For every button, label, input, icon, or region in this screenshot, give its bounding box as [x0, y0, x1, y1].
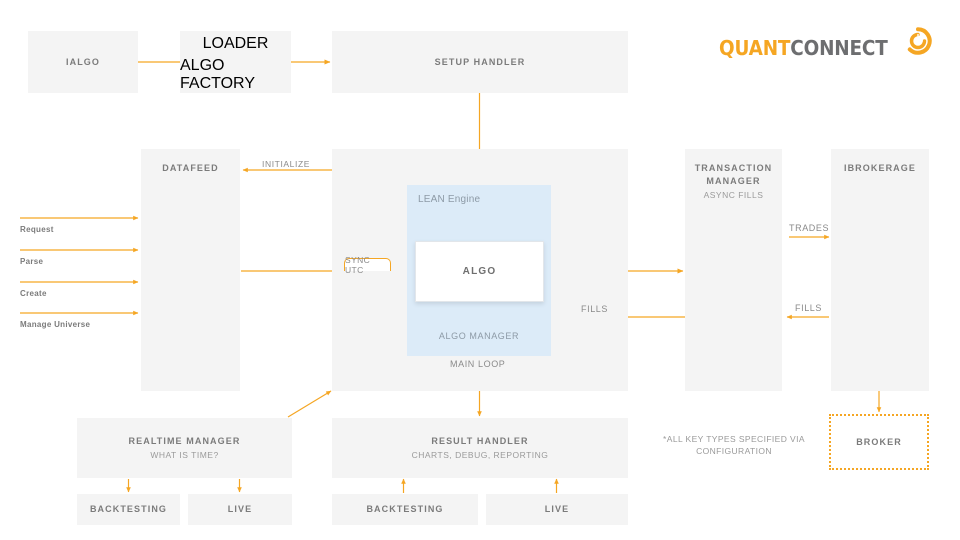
algo-manager-label: ALGO MANAGER: [438, 331, 520, 341]
node-result-handler[interactable]: RESULT HANDLER CHARTS, DEBUG, REPORTING: [332, 418, 628, 478]
node-ialgo[interactable]: IALGO: [28, 31, 138, 93]
node-setup-handler-title: SETUP HANDLER: [434, 56, 526, 67]
edge-label-trades: TRADES: [789, 223, 830, 233]
logo-word-quant: QUANT: [719, 36, 791, 60]
node-loader-algofactory[interactable]: LOADER ALGO FACTORY: [180, 31, 291, 93]
edge-label-sync-utc: SYNC UTC: [344, 255, 391, 275]
quantconnect-swirl-icon: [904, 27, 932, 60]
node-realtime-live[interactable]: LIVE: [188, 494, 292, 525]
node-result-backtesting[interactable]: BACKTESTING: [332, 494, 478, 525]
datafeed-input-manage-universe: Manage Universe: [20, 320, 91, 329]
node-transaction-manager[interactable]: TRANSACTION MANAGER ASYNC FILLS: [685, 149, 782, 391]
footnote-key-types: *ALL KEY TYPES SPECIFIED VIA CONFIGURATI…: [663, 434, 805, 456]
node-broker-title: BROKER: [856, 437, 902, 447]
node-result-live-title: LIVE: [544, 504, 570, 514]
edge-label-fills-left: FILLS: [581, 304, 609, 314]
node-ialgo-title: IALGO: [66, 56, 100, 67]
node-loader-title: LOADER: [202, 35, 269, 52]
logo-word-connect: CONNECT: [790, 36, 888, 60]
node-broker[interactable]: BROKER: [829, 414, 929, 470]
node-algofactory-title: ALGO FACTORY: [180, 57, 255, 92]
node-realtime-backtesting-title: BACKTESTING: [89, 504, 168, 514]
node-result-handler-sub: CHARTS, DEBUG, REPORTING: [411, 450, 549, 460]
node-result-handler-title: RESULT HANDLER: [431, 436, 529, 446]
edge-realtime-to-engine: [287, 390, 332, 418]
node-result-backtesting-title: BACKTESTING: [366, 504, 444, 514]
node-algo-card-title: ALGO: [462, 266, 497, 277]
lean-engine-label: LEAN Engine: [418, 194, 481, 205]
node-realtime-manager-sub: WHAT IS TIME?: [150, 450, 219, 460]
datafeed-input-create: Create: [20, 289, 47, 298]
node-loader-half: LOADER: [180, 31, 291, 57]
node-realtime-backtesting[interactable]: BACKTESTING: [77, 494, 180, 525]
node-transaction-manager-sub: ASYNC FILLS: [703, 190, 764, 200]
node-transaction-manager-title: TRANSACTION MANAGER: [694, 163, 773, 186]
node-datafeed[interactable]: DATAFEED: [141, 149, 240, 391]
sync-utc-text: SYNC UTC: [345, 255, 371, 275]
main-loop-label: MAIN LOOP: [450, 359, 506, 369]
node-realtime-manager[interactable]: REALTIME MANAGER WHAT IS TIME?: [77, 418, 292, 478]
node-ibrokerage[interactable]: IBROKERAGE: [831, 149, 929, 391]
node-datafeed-title: DATAFEED: [162, 163, 219, 173]
node-ibrokerage-title: IBROKERAGE: [843, 163, 916, 173]
edge-label-initialize: INITIALIZE: [262, 159, 311, 169]
node-algofactory-half: ALGO FACTORY: [180, 57, 291, 93]
node-result-live[interactable]: LIVE: [486, 494, 628, 525]
node-setup-handler[interactable]: SETUP HANDLER: [332, 31, 628, 93]
datafeed-input-request: Request: [20, 225, 54, 234]
datafeed-input-parse: Parse: [20, 257, 44, 266]
quantconnect-logo: QUANTCONNECT: [719, 27, 932, 60]
node-algo-card[interactable]: ALGO: [415, 241, 544, 302]
node-realtime-manager-title: REALTIME MANAGER: [128, 436, 241, 446]
node-realtime-live-title: LIVE: [227, 504, 253, 514]
logo-wordmark: QUANTCONNECT: [719, 36, 888, 60]
edge-label-fills-right: FILLS: [795, 303, 823, 313]
